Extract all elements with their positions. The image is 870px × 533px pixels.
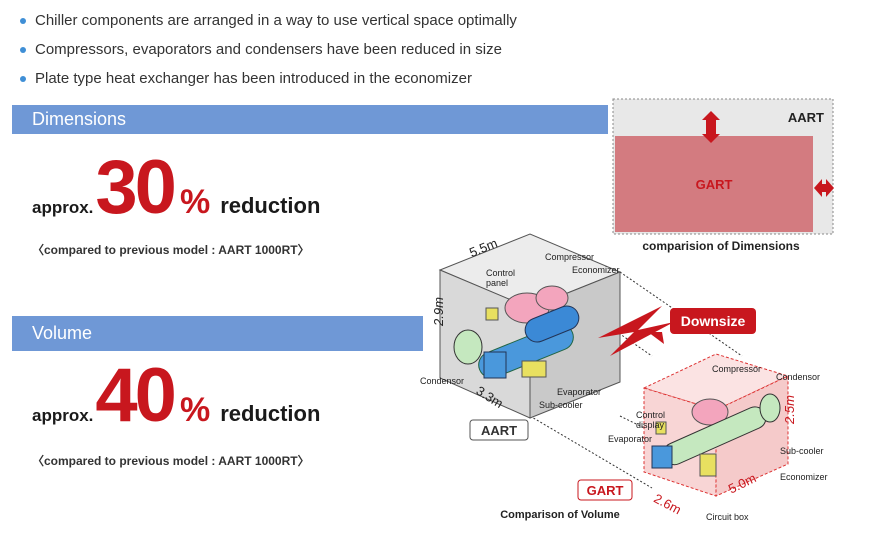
- label-evaporator: Evaporator: [557, 387, 601, 397]
- volume-reduction-headline: approx. 40 % reduction: [32, 358, 320, 434]
- bullet-dot-icon: [20, 46, 26, 53]
- feature-item: Compressors, evaporators and condensers …: [20, 35, 517, 64]
- control-panel-part: [485, 307, 499, 321]
- reduction-label: reduction: [220, 193, 321, 218]
- approx-label: approx.: [32, 406, 94, 425]
- aart-tag: [469, 419, 529, 441]
- label-economizer: Economizer: [572, 265, 620, 275]
- gart-depth-dimension: 2.6m: [651, 491, 684, 518]
- feature-text: Chiller components are arranged in a way…: [35, 11, 517, 29]
- dimensions-percent-number: 30: [95, 145, 177, 230]
- aart-footprint-label: AART: [788, 110, 824, 125]
- gart-tag: [577, 479, 633, 501]
- aart-unit-illustration: [438, 233, 622, 419]
- volume-comparison-diagram: 5.5m 2.9m 3.3m Control panel Compressor …: [420, 233, 828, 522]
- label-compressor: Compressor: [545, 252, 594, 262]
- gart-height-dimension: 2.5m: [782, 395, 797, 425]
- feature-item: Plate type heat exchanger has been intro…: [20, 64, 517, 93]
- gart-footprint-label: GART: [696, 177, 733, 192]
- downsize-badge: [670, 308, 756, 334]
- label-compressor: Compressor: [712, 364, 761, 374]
- approx-label: approx.: [32, 198, 94, 217]
- gart-tag-label: GART: [587, 483, 624, 498]
- reduction-label: reduction: [220, 401, 321, 426]
- economizer-part: [524, 305, 580, 343]
- downsize-zigzag-icon: [598, 306, 674, 356]
- vertical-arrow-icon: [702, 111, 720, 143]
- label-condensor: Condensor: [776, 372, 820, 382]
- label-control-display: Control: [636, 410, 665, 420]
- compressor-part: [691, 398, 729, 426]
- gart-unit-illustration: [642, 353, 790, 497]
- feature-text: Compressors, evaporators and condensers …: [35, 40, 502, 58]
- dimensions-header: Dimensions: [12, 105, 608, 134]
- aart-tag-label: AART: [481, 423, 517, 438]
- downsize-label: Downsize: [681, 313, 746, 329]
- bullet-dot-icon: [20, 75, 26, 82]
- label-economizer: Economizer: [780, 472, 828, 482]
- feature-text: Plate type heat exchanger has been intro…: [35, 69, 472, 87]
- feature-list: Chiller components are arranged in a way…: [20, 6, 517, 93]
- label-circuit-box: Circuit box: [706, 512, 749, 522]
- bullet-dot-icon: [20, 17, 26, 24]
- label-subcooler: Sub-cooler: [780, 446, 824, 456]
- label-control-panel: Control: [486, 268, 515, 278]
- percent-sign: %: [179, 183, 211, 221]
- label-control-panel: panel: [486, 278, 508, 288]
- dimensions-diagram-caption: comparision of Dimensions: [642, 239, 800, 253]
- gart-footprint: [615, 136, 813, 232]
- label-subcooler: Sub-cooler: [539, 400, 583, 410]
- condensor-part: [453, 329, 483, 365]
- feature-item: Chiller components are arranged in a way…: [20, 6, 517, 35]
- circuit-box-part: [699, 453, 717, 477]
- label-control-display: display: [636, 420, 665, 430]
- horizontal-arrow-icon: [814, 179, 834, 197]
- subcooler-part: [521, 360, 547, 378]
- label-evaporator: Evaporator: [608, 434, 652, 444]
- dimensions-comparison-note: 〈compared to previous model : AART 1000R…: [32, 243, 310, 257]
- dimensions-comparison-diagram: AART GART comparision of Dimensions: [612, 98, 834, 253]
- volume-comparison-note: 〈compared to previous model : AART 1000R…: [32, 454, 310, 468]
- volume-diagram-caption: Comparison of Volume: [500, 509, 620, 521]
- percent-sign: %: [179, 391, 211, 429]
- label-condensor: Condensor: [420, 376, 464, 386]
- volume-header: Volume: [12, 316, 423, 351]
- volume-percent-number: 40: [95, 353, 177, 438]
- aart-height-dimension: 2.9m: [431, 297, 446, 327]
- control-display-part: [655, 421, 667, 435]
- evaporator-part: [651, 445, 673, 469]
- dimensions-reduction-headline: approx. 30 % reduction: [32, 150, 320, 226]
